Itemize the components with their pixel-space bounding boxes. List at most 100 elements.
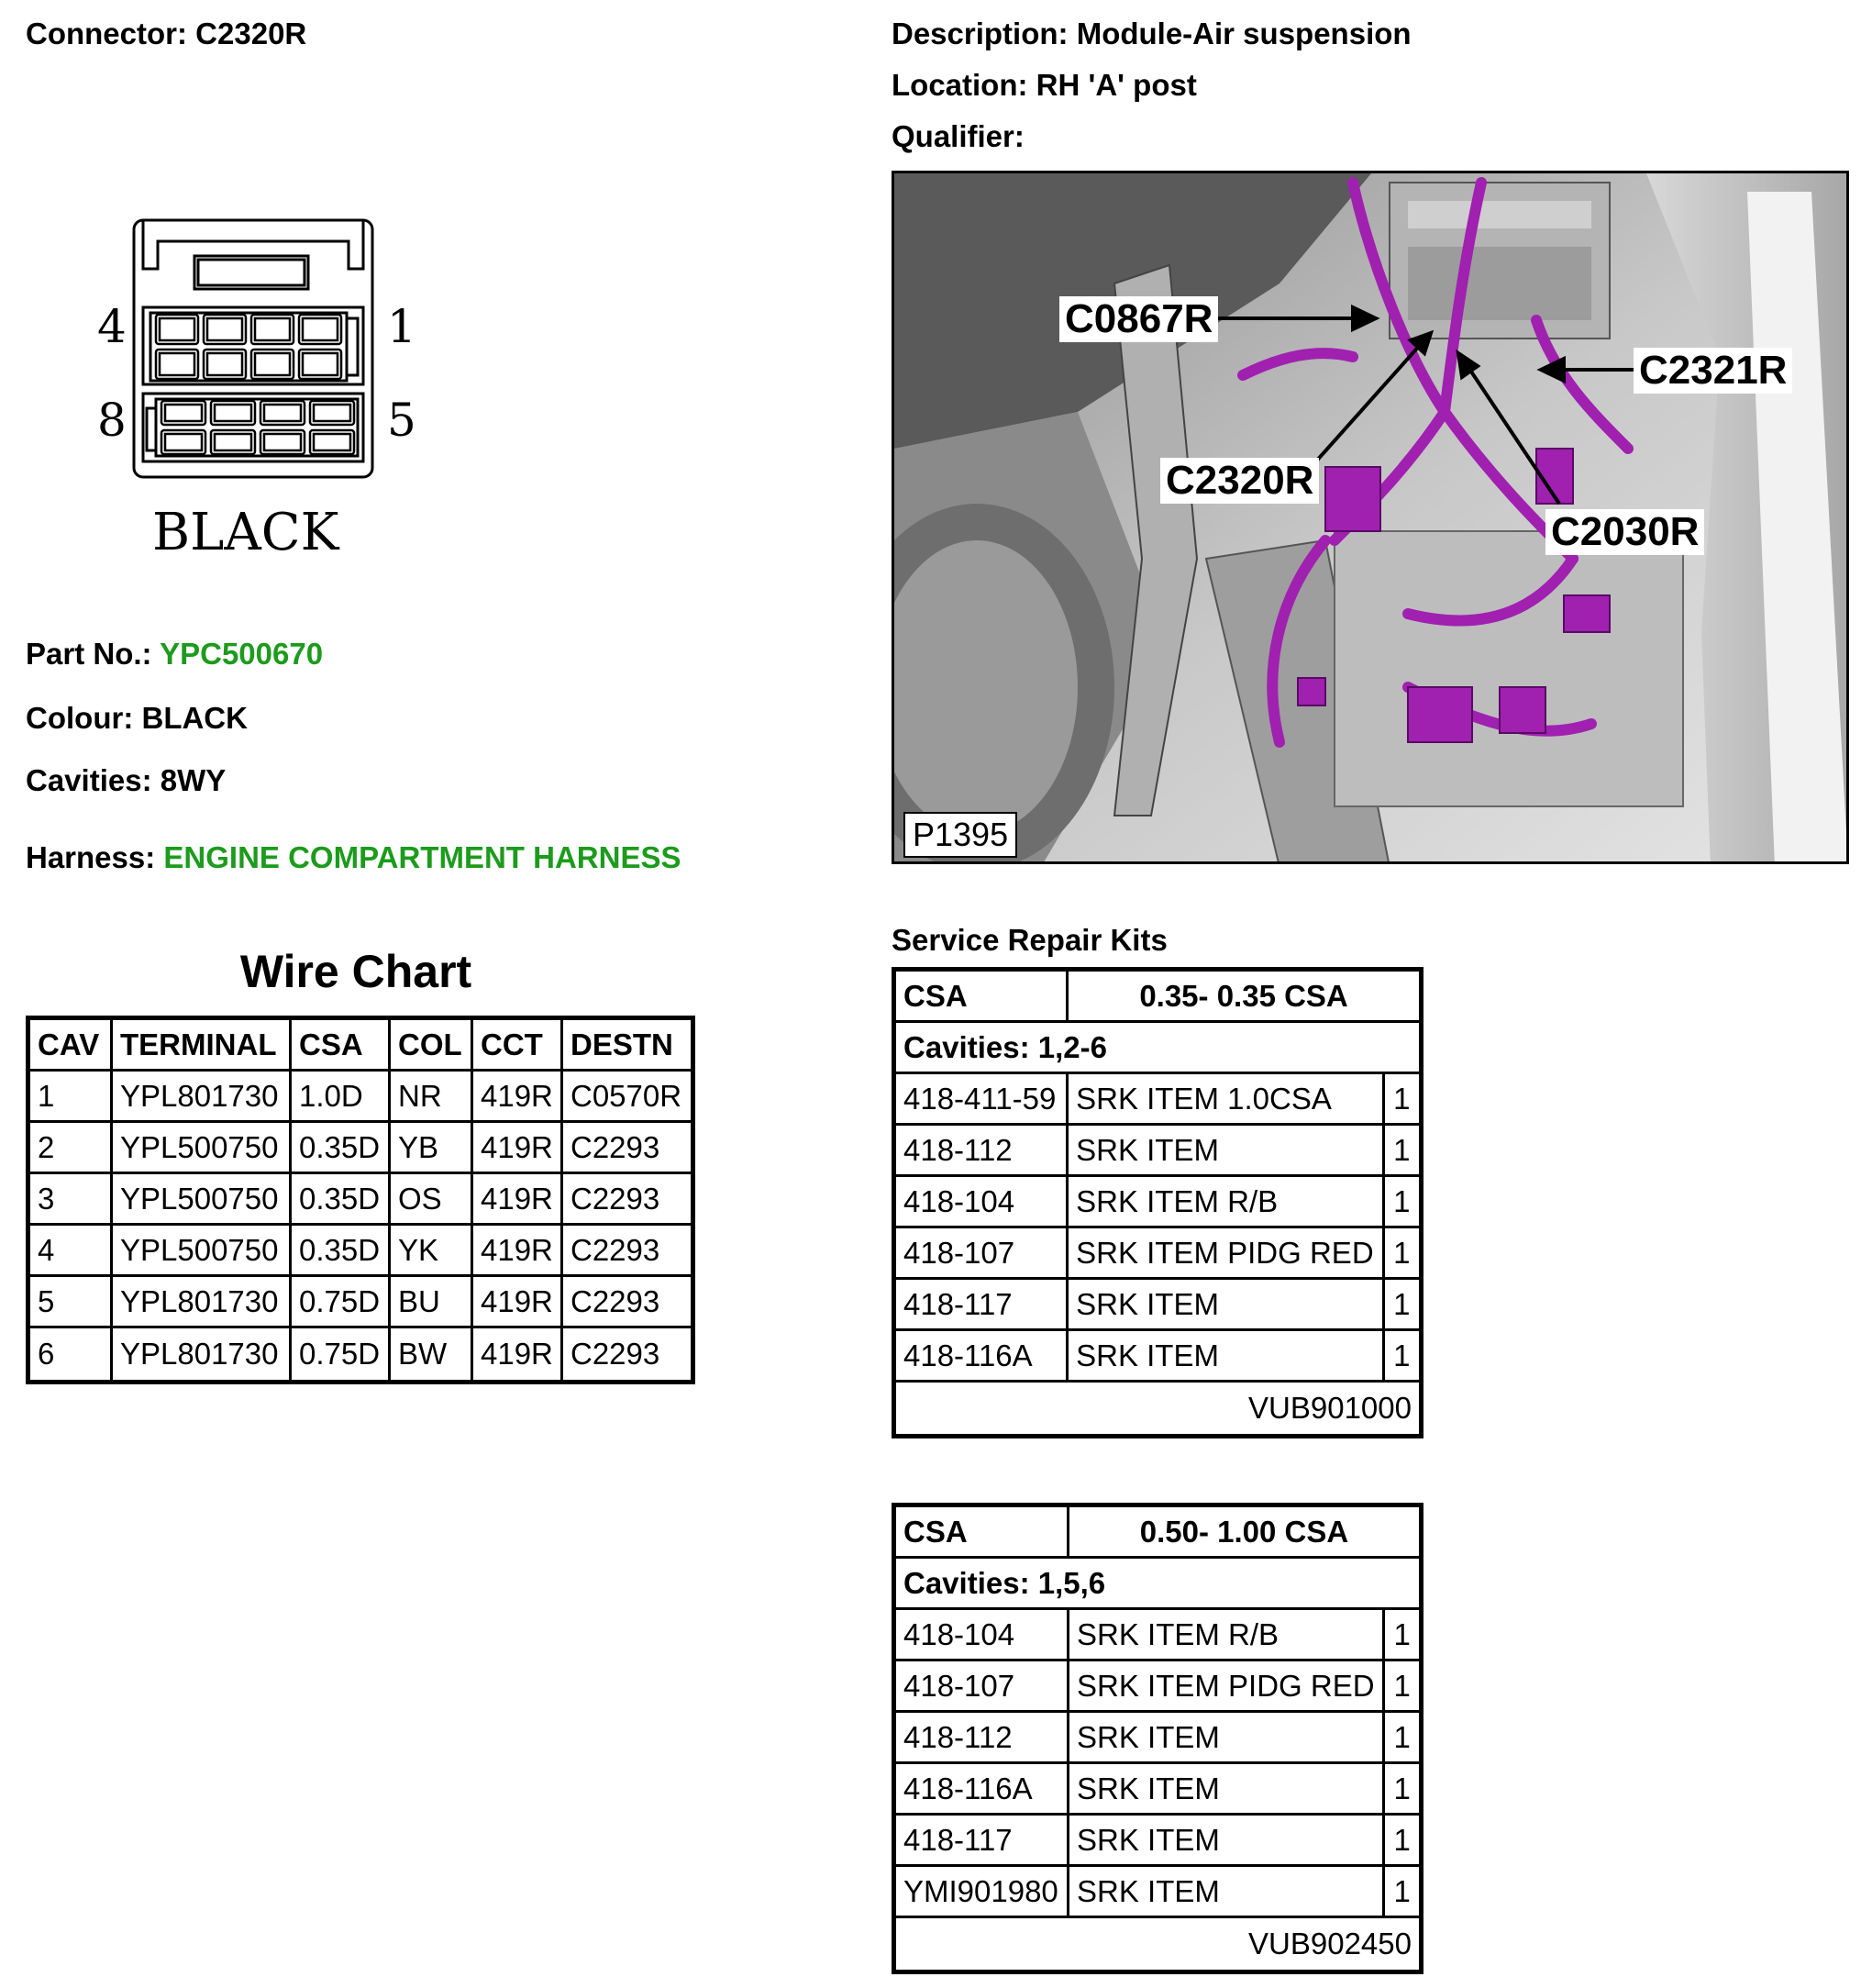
part-no-label: Part No.: <box>26 637 152 671</box>
kit-item-description: SRK ITEM <box>1069 1126 1385 1177</box>
kit-item-quantity: 1 <box>1384 1126 1419 1177</box>
qualifier-label: Qualifier: <box>892 119 1025 153</box>
kit-cavities: Cavities: 1,5,6 <box>896 1559 1419 1610</box>
location-label: Location: <box>892 68 1028 102</box>
callout-c2030r: C2030R <box>1545 509 1705 555</box>
kit-item-description: SRK ITEM 1.0CSA <box>1069 1074 1385 1126</box>
kit-item-description: SRK ITEM <box>1069 1867 1386 1918</box>
qualifier-line: Qualifier: <box>892 119 1025 154</box>
callout-c0867r: C0867R <box>1059 296 1219 342</box>
kit-item-quantity: 1 <box>1385 1816 1419 1867</box>
column-header-destn: DESTN <box>563 1020 691 1072</box>
wire-cell-csa: 0.35D <box>292 1174 391 1226</box>
harness-line: Harness: ENGINE COMPARTMENT HARNESS <box>26 840 681 875</box>
wire-cell-terminal: YPL500750 <box>113 1226 292 1277</box>
harness-link[interactable]: ENGINE COMPARTMENT HARNESS <box>163 840 681 874</box>
kit-item-part-number[interactable]: YMI901980 <box>896 1867 1069 1918</box>
kit-item-description: SRK ITEM <box>1069 1764 1386 1816</box>
wire-cell-cav: 1 <box>30 1072 113 1123</box>
kit-item-part-number[interactable]: 418-107 <box>896 1228 1069 1280</box>
harness-label: Harness: <box>26 840 156 874</box>
kit-item-part-number[interactable]: 418-112 <box>896 1126 1069 1177</box>
wire-cell-col: NR <box>391 1072 473 1123</box>
kit-cavities-row: Cavities: 1,2-6 <box>896 1023 1419 1074</box>
connector-face-diagram: 4 1 8 5 <box>92 216 440 491</box>
pin-label-4: 4 <box>97 300 127 353</box>
column-header-cav: CAV <box>30 1020 113 1072</box>
kit-item-quantity: 1 <box>1385 1867 1419 1918</box>
kit-item-part-number[interactable]: 418-107 <box>896 1661 1069 1713</box>
service-repair-kits-title: Service Repair Kits <box>892 923 1168 957</box>
kit-item-description: SRK ITEM <box>1069 1816 1386 1867</box>
kit-item-quantity: 1 <box>1385 1661 1419 1713</box>
part-no-link[interactable]: YPC500670 <box>160 637 324 671</box>
kit-item-description: SRK ITEM <box>1069 1713 1386 1764</box>
kit-item-description: SRK ITEM R/B <box>1069 1177 1385 1228</box>
kit-number-row: VUB902450 <box>896 1918 1419 1970</box>
wire-cell-csa: 1.0D <box>292 1072 391 1123</box>
connector-colour-label: BLACK <box>152 503 339 562</box>
wire-cell-cct: 419R <box>473 1072 563 1123</box>
kit-item-quantity: 1 <box>1384 1331 1419 1383</box>
kit-item-part-number[interactable]: 418-104 <box>896 1610 1069 1661</box>
kit-item-part-number[interactable]: 418-112 <box>896 1713 1069 1764</box>
kit-number[interactable]: VUB901000 <box>1248 1391 1412 1425</box>
kit-item-part-number[interactable]: 418-104 <box>896 1177 1069 1228</box>
wire-cell-terminal: YPL801730 <box>113 1072 292 1123</box>
callout-c2321r: C2321R <box>1634 348 1793 394</box>
pin-label-8: 8 <box>97 394 127 447</box>
wire-cell-cav: 2 <box>30 1123 113 1174</box>
kit-item-description: SRK ITEM <box>1069 1331 1385 1383</box>
wire-cell-destn: C2293 <box>563 1174 691 1226</box>
wire-cell-cct: 419R <box>473 1123 563 1174</box>
location-value: RH 'A' post <box>1036 68 1197 102</box>
colour-line: Colour: BLACK <box>26 701 248 736</box>
location-photo: C0867R C2321R C2320R C2030R P1395 <box>892 171 1849 864</box>
colour-label: Colour: <box>26 701 134 735</box>
kit-item-part-number[interactable]: 418-411-59 <box>896 1074 1069 1126</box>
wire-cell-cav: 3 <box>30 1174 113 1226</box>
column-header-cct: CCT <box>473 1020 563 1072</box>
description-line: Description: Module-Air suspension <box>892 17 1412 51</box>
wire-cell-destn: C2293 <box>563 1277 691 1328</box>
wire-cell-col: BU <box>391 1277 473 1328</box>
wire-cell-col: OS <box>391 1174 473 1226</box>
wire-cell-col: YB <box>391 1123 473 1174</box>
wire-cell-cct: 419R <box>473 1328 563 1380</box>
kit-item-description: SRK ITEM PIDG RED <box>1069 1661 1386 1713</box>
location-photo-illustration <box>894 173 1846 861</box>
kit-cavities-row: Cavities: 1,5,6 <box>896 1559 1419 1610</box>
kit-item-quantity: 1 <box>1385 1764 1419 1816</box>
kit-cavities: Cavities: 1,2-6 <box>896 1023 1419 1074</box>
wire-cell-cct: 419R <box>473 1174 563 1226</box>
connector-value: C2320R <box>195 17 307 50</box>
cavities-label: Cavities: <box>26 763 152 797</box>
pin-label-5: 5 <box>387 394 416 447</box>
kit-number-row: VUB901000 <box>896 1383 1419 1434</box>
wire-cell-terminal: YPL801730 <box>113 1277 292 1328</box>
kit-number[interactable]: VUB902450 <box>1248 1927 1412 1960</box>
kit-item-part-number[interactable]: 418-117 <box>896 1280 1069 1331</box>
kit-csa-label: CSA <box>896 1507 1069 1559</box>
connector-label: Connector: <box>26 17 187 50</box>
callout-c2320r: C2320R <box>1160 458 1320 504</box>
kit-item-part-number[interactable]: 418-117 <box>896 1816 1069 1867</box>
kit-item-part-number[interactable]: 418-116A <box>896 1331 1069 1383</box>
kit-item-quantity: 1 <box>1384 1280 1419 1331</box>
kit-item-part-number[interactable]: 418-116A <box>896 1764 1069 1816</box>
kit-item-quantity: 1 <box>1385 1713 1419 1764</box>
kit-item-quantity: 1 <box>1384 1228 1419 1280</box>
